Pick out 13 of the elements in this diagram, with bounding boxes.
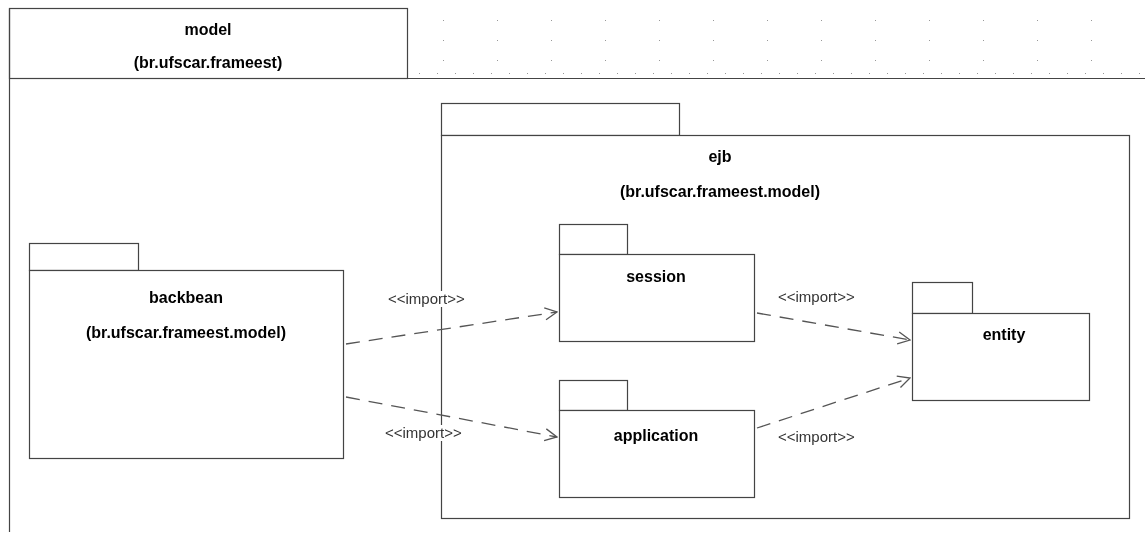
package-namespace: (br.ufscar.frameest.model) [85,324,287,342]
package-name: entity [982,326,1026,344]
edge-label: <<import>> [384,425,463,441]
package-name: model [184,21,232,39]
edge-label: <<import>> [387,291,466,307]
package-name: ejb [708,148,732,166]
edge-label: <<import>> [777,429,856,445]
package-namespace: (br.ufscar.frameest) [133,54,283,72]
package-namespace: (br.ufscar.frameest.model) [619,183,821,201]
package-name: session [626,268,686,286]
package-name: application [613,427,699,445]
edge-label: <<import>> [777,289,856,305]
package-name: backbean [149,289,223,307]
